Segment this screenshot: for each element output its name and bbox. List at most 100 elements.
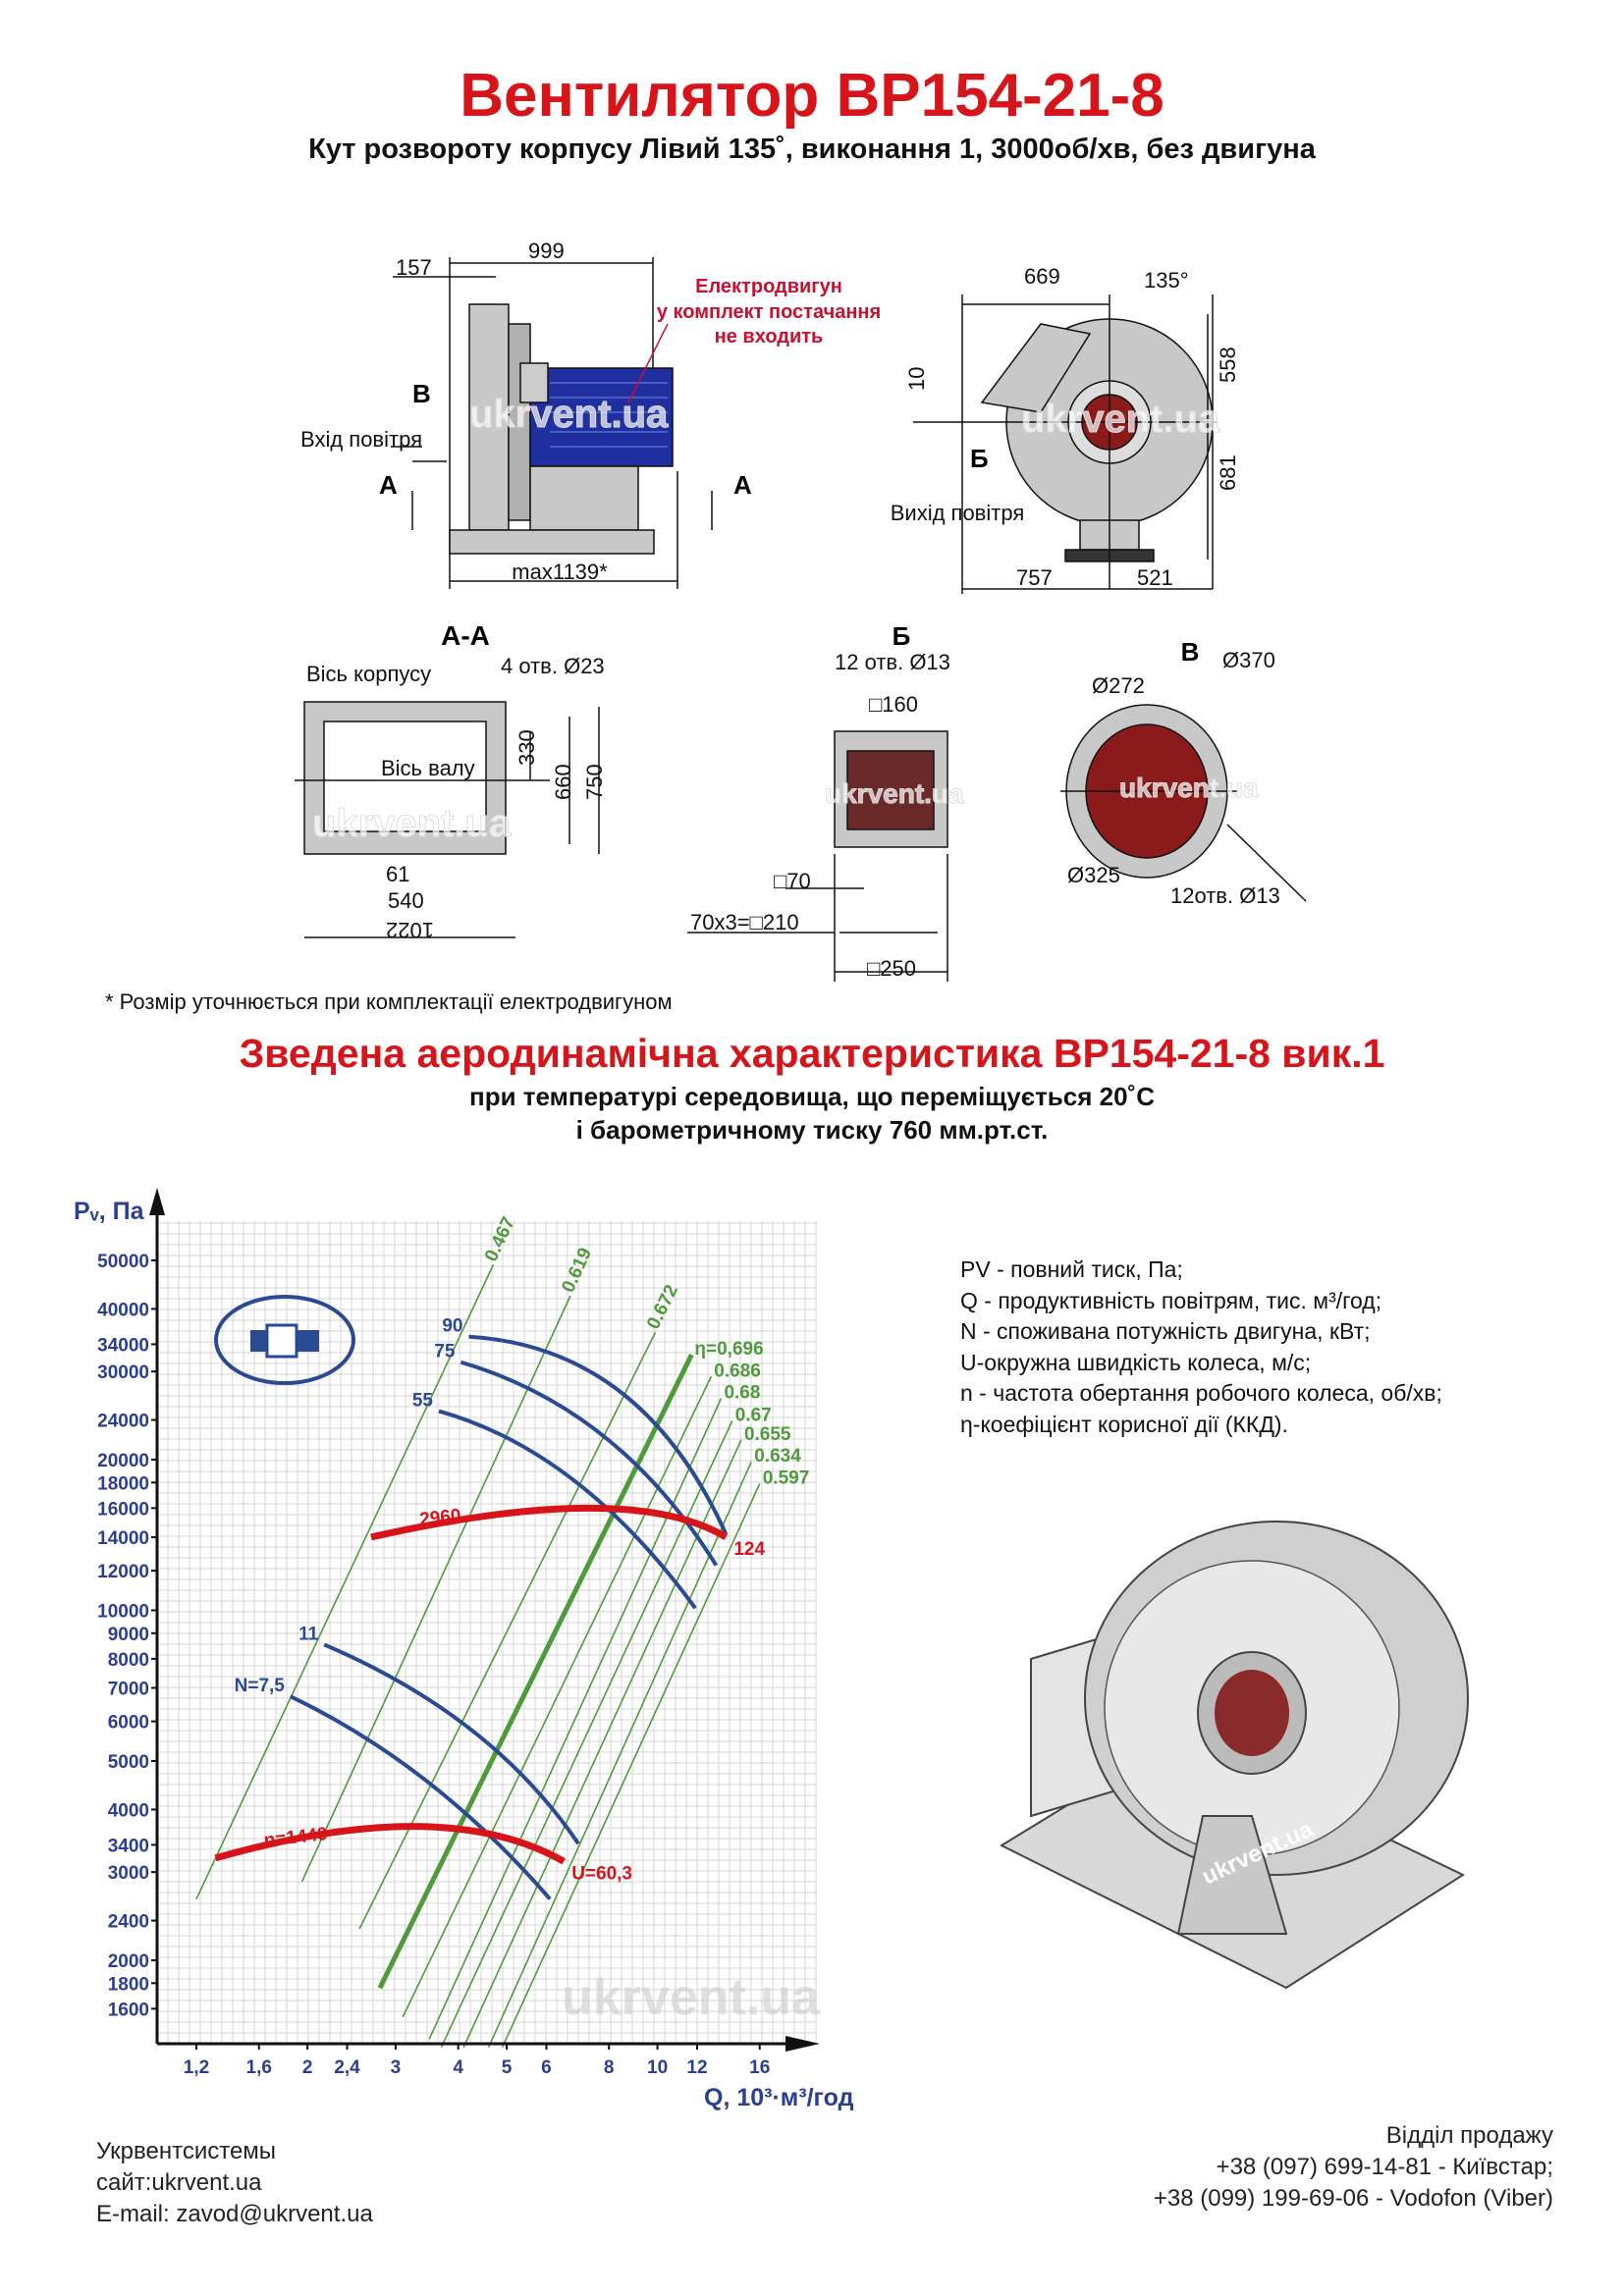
technical-drawings: ukrvent.ua ukrvent.ua ukrvent.ua ukrvent… bbox=[295, 239, 1307, 982]
view-b-marker: Б bbox=[970, 444, 989, 473]
efficiency-label: 0.686 bbox=[714, 1361, 761, 1381]
chart-watermark: ukrvent.ua bbox=[562, 1969, 821, 2026]
dim-521: 521 bbox=[1137, 565, 1173, 590]
y-tick-label: 2000 bbox=[108, 1951, 149, 1972]
section-subtitle-2: і барометричному тиску 760 мм.рт.ст. bbox=[575, 1115, 1049, 1145]
dim-757: 757 bbox=[1016, 565, 1053, 590]
section-a-marker-right: А bbox=[733, 470, 752, 500]
section-subtitle-1: при температурі середовища, що переміщує… bbox=[469, 1082, 1155, 1111]
sales-phone-1[interactable]: +38 (097) 699-14-81 - Київстар; bbox=[1216, 2154, 1553, 2180]
axis-body-label: Вісь корпусу bbox=[306, 662, 431, 686]
chart-axes: 5000040000340003000024000200001800016000… bbox=[97, 1188, 820, 2078]
holes-label: 4 отв. Ø23 bbox=[501, 654, 605, 678]
page-subtitle: Кут розвороту корпусу Лівий 135˚, викона… bbox=[308, 133, 1316, 165]
dim-250: □250 bbox=[867, 956, 916, 981]
y-tick-label: 1800 bbox=[108, 1974, 149, 1995]
sales-phone-2[interactable]: +38 (099) 199-69-06 - Vodofon (Viber) bbox=[1153, 2185, 1553, 2212]
speed-curve bbox=[370, 1504, 729, 1541]
y-tick-label: 34000 bbox=[97, 1335, 149, 1356]
watermark: ukrvent.ua bbox=[469, 393, 669, 436]
efficiency-label: 0.597 bbox=[763, 1468, 810, 1489]
y-tick-label: 1600 bbox=[108, 2000, 149, 2020]
power-curve-label: 11 bbox=[298, 1624, 319, 1644]
air-inlet-label: Вхід повітря bbox=[300, 427, 422, 452]
dim-558: 558 bbox=[1216, 347, 1240, 383]
x-tick-label: 6 bbox=[541, 2057, 552, 2078]
y-tick-label: 40000 bbox=[97, 1300, 149, 1320]
x-axis-arrow bbox=[785, 2036, 820, 2052]
efficiency-label: η=0,696 bbox=[694, 1339, 763, 1360]
x-tick-label: 2 bbox=[302, 2057, 313, 2078]
dim-d325: Ø325 bbox=[1067, 863, 1120, 887]
efficiency-line bbox=[462, 1439, 742, 2048]
speed-curve bbox=[214, 1823, 566, 1865]
company-email[interactable]: E-mail: zavod@ukrvent.ua bbox=[96, 2201, 373, 2227]
efficiency-label: 0.634 bbox=[754, 1446, 801, 1467]
efficiency-label: 0.655 bbox=[744, 1424, 791, 1445]
section-v-drawing bbox=[1060, 704, 1307, 902]
efficiency-line bbox=[195, 1264, 495, 1899]
dim-1022: 1022 bbox=[386, 918, 434, 942]
dim-d370: Ø370 bbox=[1222, 648, 1275, 672]
y-tick-label: 6000 bbox=[108, 1713, 149, 1734]
page-title: Вентилятор ВР154-21-8 bbox=[460, 62, 1164, 130]
power-curve bbox=[323, 1642, 580, 1845]
air-outlet-label: Вихід повітря bbox=[891, 501, 1025, 525]
chart-stamp-logo bbox=[214, 1295, 355, 1385]
dim-61: 61 bbox=[386, 862, 409, 886]
chart-legend: PV - повний тиск, Па; Q - продуктивність… bbox=[960, 1255, 1442, 1440]
dim-10: 10 bbox=[904, 367, 929, 391]
legend-item: n - частота обертання робочого колеса, о… bbox=[960, 1380, 1442, 1406]
legend-item: PV - повний тиск, Па; bbox=[960, 1256, 1183, 1282]
y-tick-label: 4000 bbox=[108, 1800, 149, 1821]
power-curve-label: N=7,5 bbox=[235, 1676, 286, 1696]
y-tick-label: 10000 bbox=[97, 1601, 149, 1622]
efficiency-label: 0.68 bbox=[724, 1383, 760, 1404]
section-aa-title: А-А bbox=[441, 620, 490, 651]
y-tick-label: 50000 bbox=[97, 1252, 149, 1272]
section-title: Зведена аеродинамічна характеристика ВР1… bbox=[239, 1031, 1385, 1076]
performance-chart: ukrvent.ua 0.4670.6190.672η=0,6960.6860.… bbox=[74, 1188, 854, 2111]
tip-speed-label: 124 bbox=[733, 1539, 765, 1560]
efficiency-line bbox=[501, 1483, 761, 2048]
efficiency-label: 0.672 bbox=[643, 1282, 682, 1333]
y-tick-label: 30000 bbox=[97, 1362, 149, 1383]
sales-title: Відділ продажу bbox=[1385, 2122, 1553, 2149]
y-tick-label: 14000 bbox=[97, 1528, 149, 1549]
motor-note-3: не входить bbox=[715, 326, 824, 347]
efficiency-label: 0.67 bbox=[735, 1405, 772, 1425]
y-tick-label: 12000 bbox=[97, 1562, 149, 1582]
watermarks: ukrvent.ua ukrvent.ua ukrvent.ua ukrvent… bbox=[312, 393, 1260, 846]
tip-speed-label: U=60,3 bbox=[571, 1863, 632, 1884]
y-tick-label: 5000 bbox=[108, 1752, 149, 1773]
y-tick-label: 3400 bbox=[108, 1836, 149, 1856]
section-aa-drawing bbox=[295, 701, 600, 938]
power-curve bbox=[468, 1334, 729, 1535]
efficiency-line bbox=[377, 1353, 694, 1990]
x-tick-label: 2,4 bbox=[334, 2057, 360, 2078]
b-holes-label: 12 отв. Ø13 bbox=[835, 650, 950, 674]
speed-curve-label: 2960 bbox=[418, 1506, 461, 1530]
x-tick-label: 3 bbox=[391, 2057, 402, 2078]
efficiency-lines: 0.4670.6190.672η=0,6960.6860.680.670.655… bbox=[195, 1214, 810, 2048]
y-tick-label: 20000 bbox=[97, 1451, 149, 1471]
efficiency-line bbox=[487, 1461, 752, 2048]
front-view bbox=[913, 294, 1218, 594]
section-v-title: В bbox=[1181, 637, 1200, 667]
x-tick-label: 12 bbox=[686, 2057, 707, 2078]
footnote: * Розмір уточнюється при комплектації ел… bbox=[105, 989, 673, 1014]
company-site[interactable]: сайт:ukrvent.ua bbox=[96, 2169, 262, 2196]
x-tick-label: 1,2 bbox=[184, 2057, 209, 2078]
x-axis-label: Q, 10³·м³/год bbox=[704, 2084, 854, 2111]
y-tick-label: 9000 bbox=[108, 1625, 149, 1645]
dim-999: 999 bbox=[528, 239, 565, 263]
axis-shaft-label: Вісь валу bbox=[381, 756, 475, 780]
efficiency-line bbox=[402, 1376, 713, 2018]
y-tick-label: 8000 bbox=[108, 1650, 149, 1671]
x-tick-label: 8 bbox=[604, 2057, 615, 2078]
company-name: Укрвентсистемы bbox=[96, 2138, 277, 2164]
fan-3d-illustration: ukrvent.ua bbox=[999, 1521, 1469, 1990]
x-tick-label: 10 bbox=[647, 2057, 668, 2078]
dim-157: 157 bbox=[396, 255, 432, 280]
